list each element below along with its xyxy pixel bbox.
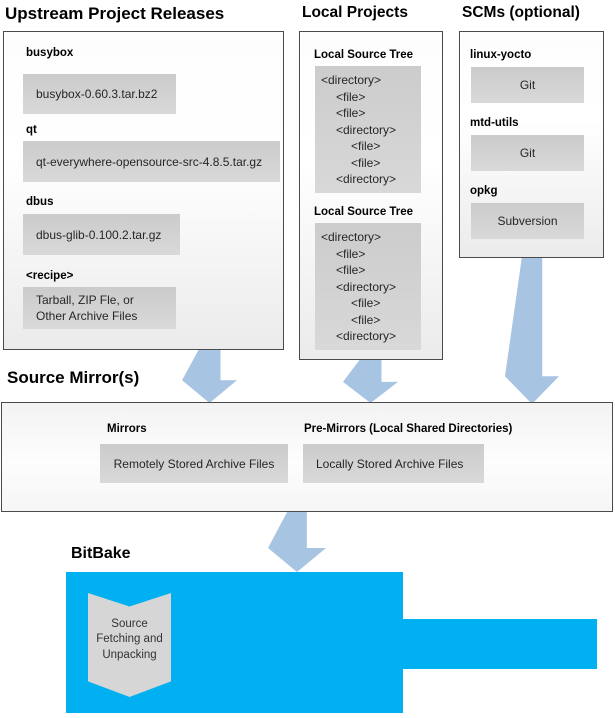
tree-line: <file> bbox=[336, 246, 366, 261]
upstream-tarball-box: busybox-0.60.3.tar.bz2 bbox=[23, 74, 176, 114]
upstream-tarball-box: dbus-glib-0.100.2.tar.gz bbox=[23, 214, 180, 255]
scms-panel: linux-yocto Git mtd-utils Git opkg Subve… bbox=[459, 31, 604, 258]
mirrors-archive-box: Remotely Stored Archive Files bbox=[100, 444, 288, 483]
bitbake-output-tab bbox=[403, 619, 597, 669]
local-projects-panel: Local Source Tree <directory> <file> <fi… bbox=[299, 31, 443, 360]
upstream-item-label: dbus bbox=[26, 196, 54, 208]
down-arrow-mirror-to-bitbake bbox=[268, 512, 326, 572]
source-mirrors-panel: Mirrors Remotely Stored Archive Files Pr… bbox=[1, 402, 613, 512]
scm-type: Git bbox=[519, 146, 536, 160]
scm-type-box: Git bbox=[471, 135, 584, 171]
archive-text-line: Other Archive Files bbox=[36, 309, 138, 323]
source-tree-box: <directory> <file> <file> <directory> <f… bbox=[315, 66, 421, 193]
premirrors-archive-text: Locally Stored Archive Files bbox=[316, 456, 464, 471]
upstream-panel: busybox busybox-0.60.3.tar.bz2 qt qt-eve… bbox=[3, 31, 284, 350]
scm-type-box: Subversion bbox=[471, 203, 584, 239]
tree-line: <file> bbox=[336, 89, 366, 104]
upstream-item-label: qt bbox=[26, 124, 37, 136]
source-tree-label: Local Source Tree bbox=[314, 206, 414, 218]
bitbake-title: BitBake bbox=[71, 545, 131, 562]
upstream-tarball-box: qt-everywhere-opensource-src-4.8.5.tar.g… bbox=[23, 141, 280, 182]
upstream-title: Upstream Project Releases bbox=[5, 4, 225, 23]
tree-line: <directory> bbox=[321, 73, 382, 87]
tree-line: <file> bbox=[351, 296, 381, 310]
upstream-archive-box: Tarball, ZIP Fle, or Other Archive Files bbox=[23, 287, 176, 329]
scm-type-box: Git bbox=[471, 67, 584, 103]
down-arrow-scm-to-mirror bbox=[505, 258, 559, 404]
source-tree-box: <directory> <file> <file> <directory> <f… bbox=[315, 223, 421, 350]
tree-line: <file> bbox=[351, 139, 381, 153]
scm-type: Subversion bbox=[497, 214, 558, 228]
mirrors-archive-text: Remotely Stored Archive Files bbox=[113, 456, 275, 471]
source-fetching-chevron: Source Fetching and Unpacking bbox=[88, 593, 171, 697]
tree-line: <directory> bbox=[336, 172, 397, 186]
source-mirrors-title: Source Mirror(s) bbox=[7, 368, 140, 387]
scm-type: Git bbox=[519, 78, 536, 92]
chevron-text-line: Unpacking bbox=[102, 648, 157, 661]
tree-line: <file> bbox=[336, 263, 366, 277]
scm-item-label: mtd-utils bbox=[470, 117, 519, 129]
tarball-filename: qt-everywhere-opensource-src-4.8.5.tar.g… bbox=[36, 154, 263, 169]
tarball-filename: dbus-glib-0.100.2.tar.gz bbox=[36, 227, 162, 242]
tree-line: <file> bbox=[336, 106, 366, 120]
local-projects-title: Local Projects bbox=[302, 4, 408, 21]
premirrors-label: Pre-Mirrors (Local Shared Directories) bbox=[304, 423, 513, 435]
tarball-filename: busybox-0.60.3.tar.bz2 bbox=[36, 87, 158, 101]
chevron-text-line: Source bbox=[111, 617, 148, 630]
tree-line: <directory> bbox=[336, 279, 397, 294]
upstream-item-label: busybox bbox=[26, 47, 74, 59]
archive-text-line: Tarball, ZIP Fle, or bbox=[36, 293, 134, 307]
upstream-item-label: <recipe> bbox=[26, 270, 74, 282]
scm-item-label: linux-yocto bbox=[470, 49, 532, 61]
down-arrow-local-to-mirror bbox=[343, 360, 398, 403]
premirrors-archive-box: Locally Stored Archive Files bbox=[303, 444, 484, 483]
source-tree-label: Local Source Tree bbox=[314, 49, 414, 61]
mirrors-label: Mirrors bbox=[107, 423, 147, 435]
tree-line: <directory> bbox=[336, 329, 397, 343]
scm-item-label: opkg bbox=[470, 185, 498, 197]
chevron-text-line: Fetching and bbox=[96, 633, 163, 646]
scms-title: SCMs (optional) bbox=[462, 4, 580, 21]
down-arrow-upstream-to-mirror bbox=[182, 350, 237, 403]
tree-line: <file> bbox=[351, 312, 381, 327]
tree-line: <file> bbox=[351, 155, 381, 170]
tree-line: <directory> bbox=[321, 230, 382, 244]
tree-line: <directory> bbox=[336, 122, 397, 137]
